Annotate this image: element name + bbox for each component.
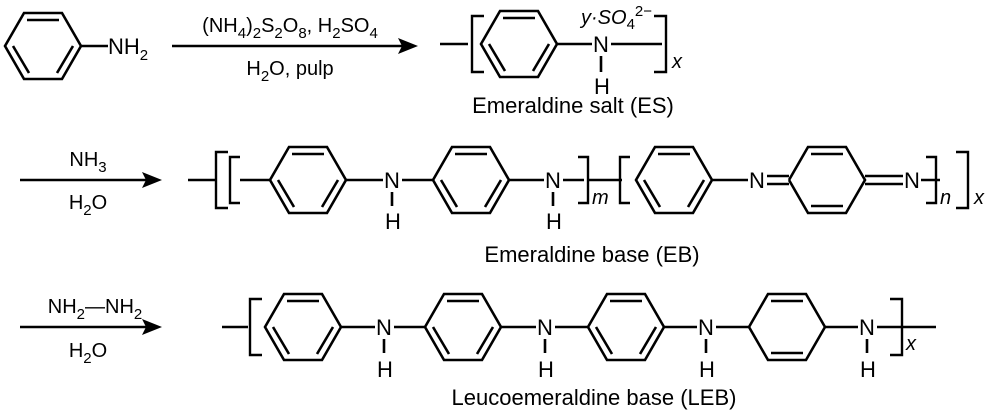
leb-caption: Leucoemeraldine base (LEB) xyxy=(452,385,737,410)
step2-reaction-arrow xyxy=(20,172,162,188)
eb-repeat-index-n: n xyxy=(940,187,951,209)
leb-benzene-ring-2 xyxy=(423,292,503,362)
leb-amine-nitrogen-1: N xyxy=(376,315,392,340)
step2-conditions: H2O xyxy=(69,192,107,219)
eb-bracket-outer-left xyxy=(214,150,228,210)
leb-repeat-index: x xyxy=(905,333,917,355)
step1-reaction-arrow xyxy=(172,38,418,54)
es-structure: N H x y·SO42− Emeraldine salt (ES) xyxy=(440,3,683,118)
eb-repeat-index-x: x xyxy=(973,187,985,209)
leb-amine-nitrogen-3: N xyxy=(698,315,714,340)
step3-reaction-arrow xyxy=(20,319,162,335)
step1-reagents: (NH4)2S2O8, H2SO4 xyxy=(202,15,378,42)
es-bracket-right xyxy=(654,14,668,74)
eb-bracket-m-left xyxy=(228,155,240,205)
eb-caption: Emeraldine base (EB) xyxy=(484,242,699,267)
step3-reagent: NH2—NH2 xyxy=(48,296,142,323)
eb-amine-hydrogen-1: H xyxy=(385,209,401,234)
eb-imine-nitrogen-2: N xyxy=(904,168,920,193)
leb-amine-hydrogen-4: H xyxy=(860,357,876,382)
aniline-structure: NH2 xyxy=(3,11,148,81)
es-counterion: y·SO42− xyxy=(579,3,652,33)
es-repeat-index: x xyxy=(671,51,683,73)
es-bracket-left xyxy=(470,14,484,74)
eb-structure: N H N H m N xyxy=(188,145,985,267)
eb-bracket-n-left xyxy=(618,155,630,205)
leb-cyclohexadiene-ring xyxy=(747,292,827,362)
step2-reagent: NH3 xyxy=(69,149,106,176)
eb-amine-nitrogen-2: N xyxy=(545,168,561,193)
eb-amine-hydrogen-2: H xyxy=(546,209,562,234)
leb-amine-nitrogen-4: N xyxy=(859,315,875,340)
leb-bracket-left xyxy=(248,297,262,357)
es-hydrogen: H xyxy=(594,74,610,99)
eb-repeat-index-m: m xyxy=(592,187,609,209)
leb-amine-hydrogen-3: H xyxy=(699,357,715,382)
leb-benzene-ring-1 xyxy=(263,292,343,362)
eb-benzene-ring-2 xyxy=(431,145,511,215)
eb-benzene-ring-1 xyxy=(268,145,348,215)
eb-imine-nitrogen-1: N xyxy=(749,168,765,193)
es-caption: Emeraldine salt (ES) xyxy=(472,93,674,118)
step3-conditions: H2O xyxy=(69,340,107,367)
leb-benzene-ring-3 xyxy=(586,292,666,362)
eb-quinoid-ring xyxy=(787,145,867,215)
es-nitrogen: N xyxy=(593,32,609,57)
leb-amine-nitrogen-2: N xyxy=(537,315,553,340)
eb-bracket-n-right xyxy=(926,155,938,205)
eb-amine-nitrogen-1: N xyxy=(384,168,400,193)
eb-bracket-outer-right xyxy=(956,150,970,210)
step1-conditions: H2O, pulp xyxy=(246,58,333,85)
aniline-benzene-ring xyxy=(3,11,83,81)
eb-benzene-ring-3 xyxy=(634,145,714,215)
leb-structure: N H N H N H N H xyxy=(222,292,936,410)
aniline-amine-group: NH2 xyxy=(108,34,148,64)
leb-amine-hydrogen-2: H xyxy=(538,357,554,382)
leb-amine-hydrogen-1: H xyxy=(377,357,393,382)
es-benzene-ring xyxy=(479,9,559,79)
